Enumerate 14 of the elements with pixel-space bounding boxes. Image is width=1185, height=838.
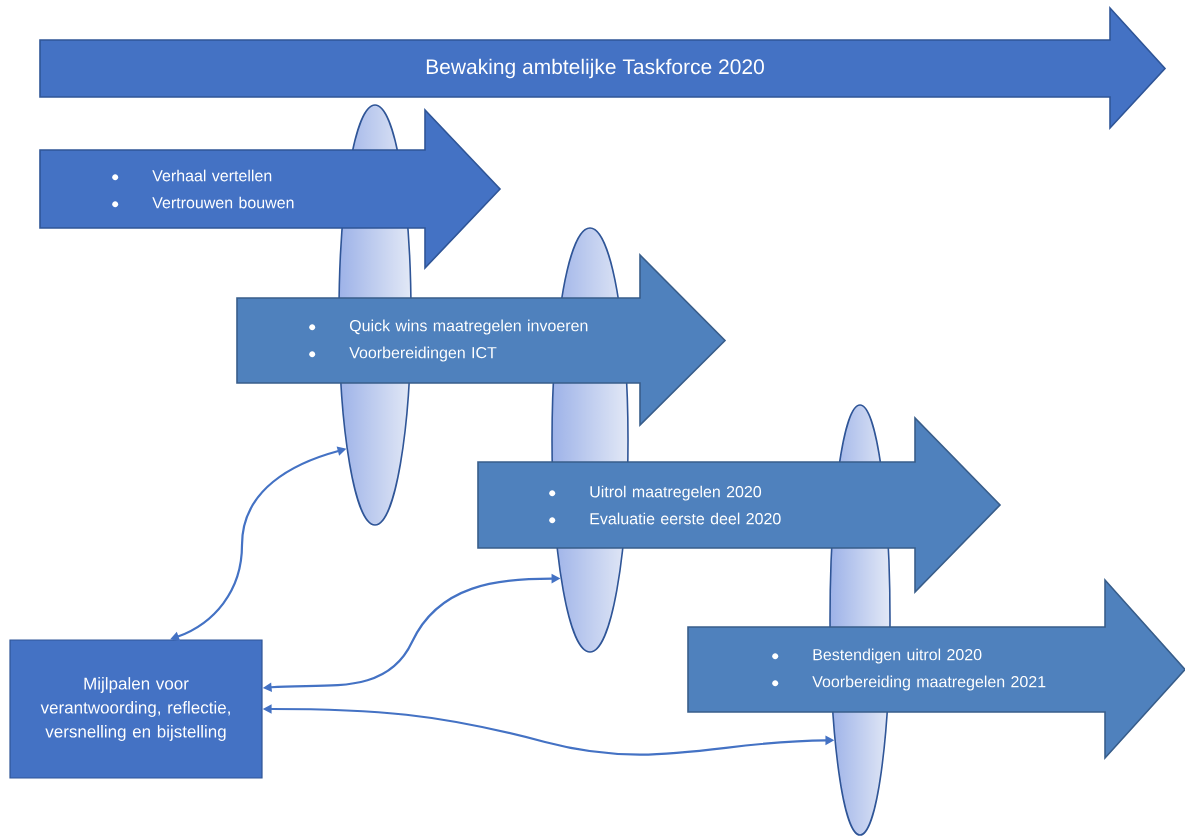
phase-banner: Bewaking ambtelijke Taskforce 2020 — [39, 5, 1167, 131]
phase-banner — [39, 108, 502, 270]
list-item: Voorbereidingen ICT — [349, 346, 497, 362]
phase-banner — [687, 577, 1185, 761]
list-item: Bestendigen uitrol 2020 — [813, 648, 982, 664]
list-item: Verhaal vertellen — [152, 169, 272, 182]
list-item: Uitrol maatregelen 2020 — [590, 485, 762, 501]
milestone-box: Mijlpalen voor verantwoording, reflectie, versnelling en bijstelling — [9, 639, 263, 779]
list-item: Quick wins maatregelen invoeren — [349, 319, 588, 335]
list-item: Voorbereiding maatregelen 2021 — [812, 675, 1046, 691]
phase-banner — [477, 416, 1002, 594]
phase-banner — [236, 253, 727, 427]
list-item: Evaluatie eerste deel 2020 — [590, 512, 781, 525]
list-item: Vertrouwen bouwen — [152, 196, 294, 209]
